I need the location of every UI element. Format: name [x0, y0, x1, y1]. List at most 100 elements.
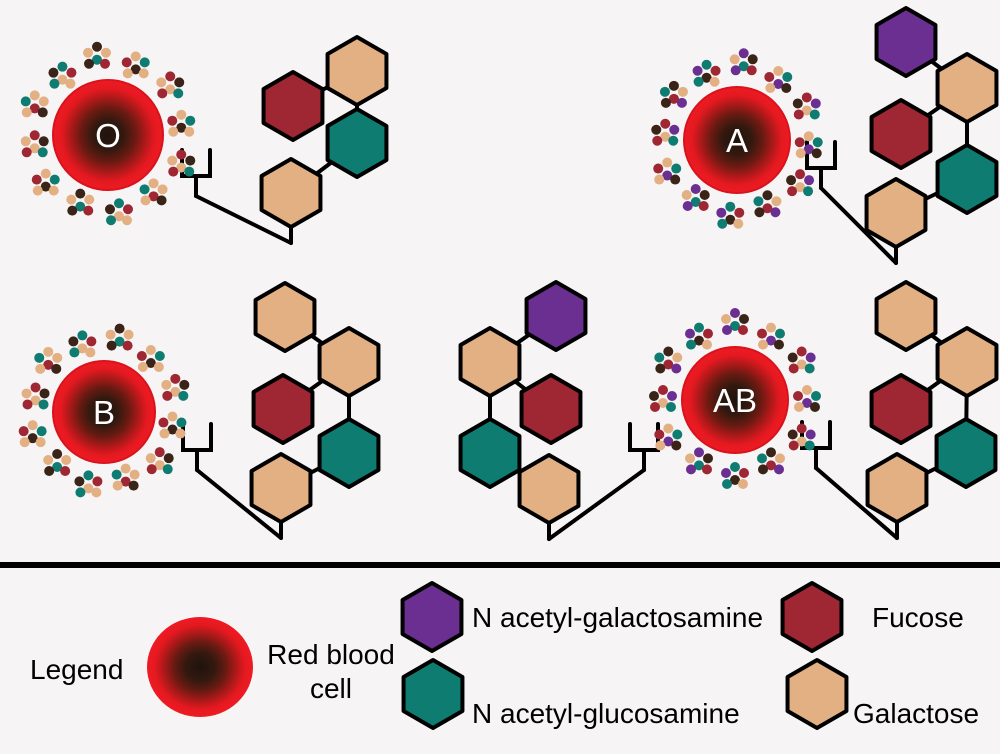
surface-glycan-dot [677, 86, 688, 97]
legend-label-n-acetyl-glucosamine: N acetyl-glucosamine [472, 698, 740, 729]
surface-glycan-dot [130, 64, 141, 75]
surface-glycan-dot [120, 463, 131, 474]
surface-glycan-dot [660, 118, 671, 129]
surface-glycan-dot [74, 476, 85, 487]
AB-antigen-A-structure [458, 280, 660, 541]
surface-glycan-dot [701, 59, 712, 70]
surface-glycan-dot [771, 196, 782, 207]
galactose-hexagon [253, 281, 317, 353]
surface-glycan-dot [652, 135, 663, 146]
surface-glycan-dot [681, 189, 692, 200]
surface-glycan-dot [796, 436, 807, 447]
surface-glycan-dot [91, 487, 102, 498]
surface-glycan-dot [75, 201, 86, 212]
surface-glycan-dot [805, 352, 816, 363]
surface-glycan-dot [114, 323, 125, 334]
surface-glycan-dot [810, 98, 821, 109]
surface-glycan-dot [803, 131, 814, 142]
surface-glycan-dot [92, 41, 103, 52]
surface-glycan-dot [27, 433, 38, 444]
surface-glycan-dot [730, 308, 740, 318]
surface-glycan-dot [129, 469, 140, 480]
legend-title: Legend [30, 654, 123, 685]
surface-glycan-dot [738, 479, 748, 489]
surface-glycan-dot [739, 314, 749, 324]
surface-glycan-dot [167, 115, 178, 126]
surface-glycan-dot [20, 96, 31, 107]
fucose-hexagon [251, 373, 315, 445]
surface-glycan-dot [139, 57, 150, 68]
surface-glycan-dot [703, 328, 713, 339]
legend-glcnac-hexagon [401, 658, 465, 730]
surface-glycan-dot [670, 174, 681, 185]
surface-glycan-dot [30, 382, 41, 393]
surface-glycan-dot [804, 363, 815, 374]
anchor-link-line [547, 468, 646, 541]
surface-glycan-dot [801, 92, 812, 103]
surface-glycan-dot [766, 460, 776, 471]
surface-glycan-dot [671, 440, 682, 451]
surface-glycan-dot [29, 103, 40, 114]
surface-glycan-dot [154, 350, 165, 361]
surface-glycan-dot [730, 462, 740, 472]
surface-glycan-dot [786, 175, 797, 186]
surface-glycan-dot [787, 429, 798, 440]
surface-glycan-dot [746, 65, 757, 76]
surface-glycan-dot [176, 417, 187, 428]
surface-glycan-dot [694, 447, 704, 458]
surface-glycan-dot [35, 363, 46, 374]
surface-glycan-dot [185, 155, 196, 166]
surface-glycan-dot [792, 98, 803, 109]
surface-glycan-dot [722, 479, 732, 489]
surface-glycan-dot [57, 74, 68, 85]
surface-glycan-dot [48, 185, 59, 196]
red-blood-cell-B [18, 323, 190, 498]
cell-label-A: A [726, 122, 748, 159]
surface-glycan-dot [758, 464, 768, 475]
surface-glycan-dot [185, 115, 196, 126]
rbc-body [52, 360, 156, 464]
AB-antigen-B-structure [800, 280, 999, 540]
surface-glycan-dot [796, 359, 807, 370]
surface-glycan-dot [136, 350, 147, 361]
surface-glycan-dot [84, 58, 95, 69]
surface-glycan-dot [65, 78, 76, 89]
surface-glycan-dot [702, 339, 712, 350]
red-blood-cell-O [20, 41, 196, 226]
surface-glycan-dot [738, 61, 749, 72]
surface-glycan-dot [29, 90, 40, 101]
surface-glycan-dot [51, 363, 62, 374]
diagram-shapes [0, 6, 1000, 730]
surface-glycan-dot [128, 480, 139, 491]
glcnac-hexagon [325, 107, 389, 179]
surface-glycan-dot [163, 453, 174, 464]
surface-glycan-dot [29, 143, 40, 154]
surface-glycan-dot [121, 215, 132, 226]
surface-glycan-dot [69, 347, 80, 358]
surface-glycan-dot [37, 107, 48, 118]
surface-glycan-dot [105, 329, 116, 340]
galactose-hexagon [874, 280, 938, 352]
surface-glycan-dot [68, 336, 79, 347]
surface-glycan-dot [793, 109, 804, 120]
surface-glycan-dot [794, 137, 805, 148]
surface-glycan-dot [101, 47, 112, 58]
surface-glycan-dot [34, 352, 45, 363]
surface-glycan-dot [49, 174, 60, 185]
surface-glycan-dot [167, 155, 178, 166]
surface-glycan-dot [672, 429, 683, 440]
O-antigen-structure [180, 35, 389, 245]
surface-glycan-dot [27, 420, 38, 431]
surface-glycan-dot [145, 357, 156, 368]
A-antigen-structure [805, 6, 999, 265]
surface-glycan-dot [804, 440, 815, 451]
surface-glycan-dot [137, 361, 148, 372]
surface-glycan-dot [747, 54, 758, 65]
surface-glycan-dot [690, 196, 701, 207]
surface-glycan-dot [40, 168, 51, 179]
surface-glycan-dot [671, 363, 682, 374]
surface-glycan-dot [162, 390, 173, 401]
surface-glycan-dot [21, 107, 32, 118]
surface-glycan-dot [184, 166, 195, 177]
legend-label-galactose: Galactose [853, 698, 979, 729]
